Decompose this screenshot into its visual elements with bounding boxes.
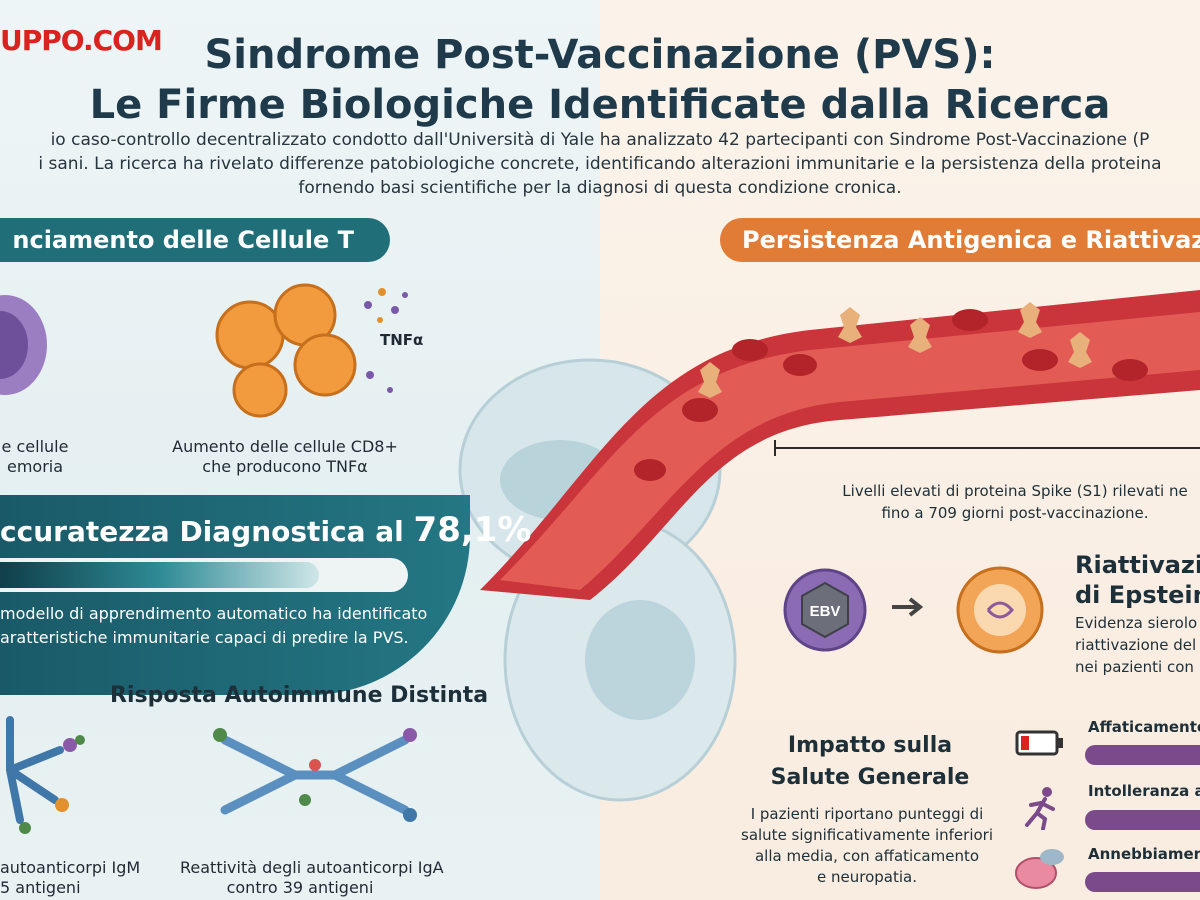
memory-cell-icon: [0, 295, 47, 395]
iga-label-line-1: Reattività degli autoanticorpi IgA: [180, 858, 444, 877]
symptom-bar-fatigue: [1085, 745, 1200, 765]
t-cell-section-title: nciamento delle Cellule T: [12, 226, 354, 254]
page-title: Sindrome Post-Vaccinazione (PVS): Le Fir…: [0, 30, 1200, 130]
accuracy-progress-fill: [0, 562, 319, 588]
timeline-bracket-icon: [774, 440, 1200, 456]
igm-label-line-1: autoanticorpi IgM: [0, 858, 141, 877]
blood-vessel: [480, 290, 1200, 600]
ebv-description: Evidenza sierolo riattivazione del nei p…: [1075, 612, 1197, 678]
ebv-title-line-1: Riattivazion: [1075, 551, 1200, 579]
ebv-virus-icon: EBV: [783, 568, 867, 652]
cd8-cells-icon: [215, 283, 408, 418]
iga-antibody-icon: [213, 728, 417, 822]
iga-label: Reattività degli autoanticorpi IgA contr…: [180, 858, 444, 898]
antigen-section-title: Persistenza Antigenica e Riattivaz: [742, 226, 1200, 254]
spike-desc-line-2: fino a 709 giorni post-vaccinazione.: [881, 504, 1149, 522]
title-line-2: Le Firme Biologiche Identificate dalla R…: [89, 82, 1111, 128]
impact-desc-line-3: alla media, con affaticamento: [754, 847, 980, 865]
cd8-label-line-1: Aumento delle cellule CD8+: [172, 437, 398, 456]
symptom-label-intolerance: Intolleranza al: [1088, 782, 1200, 800]
memory-cell-label-line-1: e cellule: [1, 437, 69, 456]
accuracy-progress-bar: [0, 558, 408, 592]
antigen-section-tag: Persistenza Antigenica e Riattivaz: [720, 218, 1200, 262]
brand-logo: UPPO.COM: [0, 24, 163, 57]
accuracy-description: modello di apprendimento automatico ha i…: [0, 602, 427, 650]
ebv-badge: EBV: [810, 603, 841, 620]
ebv-desc-line-2: riattivazione del: [1075, 636, 1197, 654]
accuracy-panel: [0, 495, 470, 695]
iga-label-line-2: contro 39 antigeni: [226, 878, 374, 897]
accuracy-desc-line-1: modello di apprendimento automatico ha i…: [0, 604, 428, 623]
symptom-label-fog: Annebbiament: [1088, 845, 1200, 863]
intro-line-3: fornendo basi scientifiche per la diagno…: [298, 178, 902, 198]
igm-antibody-icon: [6, 716, 85, 834]
spike-desc-line-1: Livelli elevati di proteina Spike (S1) r…: [842, 482, 1188, 500]
cd8-label-line-2: che producono TNFα: [202, 457, 368, 476]
memory-cell-label: e cellule emoria: [0, 437, 70, 477]
symptom-label-fatigue: Affaticamento: [1088, 718, 1200, 736]
ebv-desc-line-3: nei pazienti con: [1075, 658, 1194, 676]
tnf-label: TNFα: [380, 331, 424, 349]
spike-description: Livelli elevati di proteina Spike (S1) r…: [830, 480, 1200, 524]
ebv-desc-line-1: Evidenza sierolo: [1075, 614, 1198, 632]
impact-description: I pazienti riportano punteggi di salute …: [722, 804, 1012, 888]
impact-title: Impatto sulla Salute Generale: [750, 730, 990, 794]
ebv-title-line-2: di Epstein-: [1075, 581, 1200, 609]
accuracy-desc-line-2: aratteristiche immunitarie capaci di pre…: [0, 628, 409, 647]
autoimmune-heading: Risposta Autoimmune Distinta: [110, 683, 489, 708]
impact-desc-line-2: salute significativamente inferiori: [741, 826, 993, 844]
running-person-icon: [1025, 787, 1055, 830]
impact-desc-line-4: e neuropatia.: [817, 868, 917, 886]
impact-desc-line-1: I pazienti riportano punteggi di: [750, 805, 984, 823]
impact-title-line-2: Salute Generale: [770, 765, 970, 790]
arrow-right-icon: [892, 597, 924, 617]
impact-title-line-1: Impatto sulla: [787, 733, 953, 758]
intro-line-2: i sani. La ricerca ha rivelato differenz…: [38, 154, 1162, 174]
symptom-bar-fog: [1085, 872, 1200, 892]
brain-cloud-icon: [1015, 849, 1064, 889]
memory-cell-label-line-2: emoria: [6, 457, 64, 476]
igm-label: autoanticorpi IgM 5 antigeni: [0, 858, 141, 898]
ebv-title: Riattivazion di Epstein-: [1075, 550, 1200, 610]
accuracy-title: ccuratezza Diagnostica al 78,1%: [0, 510, 532, 550]
intro-line-1: io caso-controllo decentralizzato condot…: [50, 130, 1150, 150]
t-cell-section-tag: nciamento delle Cellule T: [0, 218, 390, 262]
cd8-label: Aumento delle cellule CD8+ che producono…: [165, 437, 405, 477]
battery-low-icon: [1015, 730, 1063, 756]
igm-label-line-2: 5 antigeni: [0, 878, 81, 897]
accuracy-title-prefix: ccuratezza Diagnostica al: [0, 515, 414, 548]
symptom-bar-intolerance: [1085, 810, 1200, 830]
title-line-1: Sindrome Post-Vaccinazione (PVS):: [204, 32, 996, 78]
intro-paragraph: io caso-controllo decentralizzato condot…: [0, 128, 1200, 200]
accuracy-percent: 78,1%: [413, 510, 532, 550]
reactivated-virus-icon: [956, 566, 1044, 654]
